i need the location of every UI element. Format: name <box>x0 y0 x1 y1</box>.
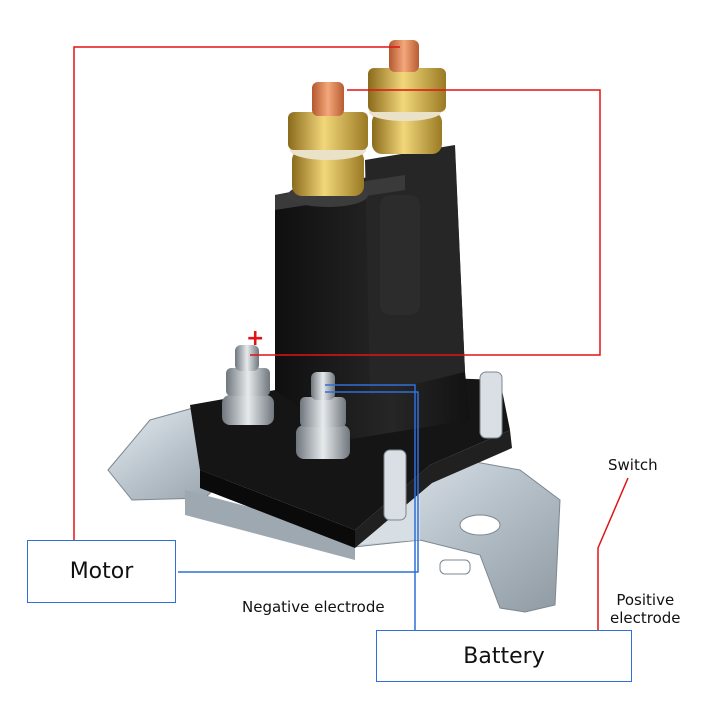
small-terminal-negative <box>296 372 350 459</box>
switch-label: Switch <box>608 456 658 474</box>
positive-wires <box>73 46 629 632</box>
relay-housing <box>275 145 470 440</box>
negative-wires <box>178 384 419 632</box>
battery-label: Battery <box>463 643 545 669</box>
large-terminal-right <box>368 40 446 154</box>
switch-wire-top <box>250 89 601 356</box>
large-terminal-left <box>288 82 368 207</box>
motor-wire <box>73 46 400 540</box>
positive-electrode-line1: Positive <box>616 591 675 609</box>
motor-label: Motor <box>69 559 134 584</box>
positive-marker: + <box>246 326 265 351</box>
motor-box: Motor <box>27 540 176 603</box>
ground-wire-battery <box>325 384 416 632</box>
small-terminal-positive <box>222 345 274 425</box>
switch-wire-bottom <box>597 477 629 632</box>
ground-wire-motor <box>178 391 419 573</box>
positive-electrode-label: Positive electrode <box>610 591 681 627</box>
battery-box: Battery <box>376 630 632 682</box>
positive-electrode-line2: electrode <box>610 609 681 627</box>
negative-electrode-label: Negative electrode <box>242 598 385 616</box>
